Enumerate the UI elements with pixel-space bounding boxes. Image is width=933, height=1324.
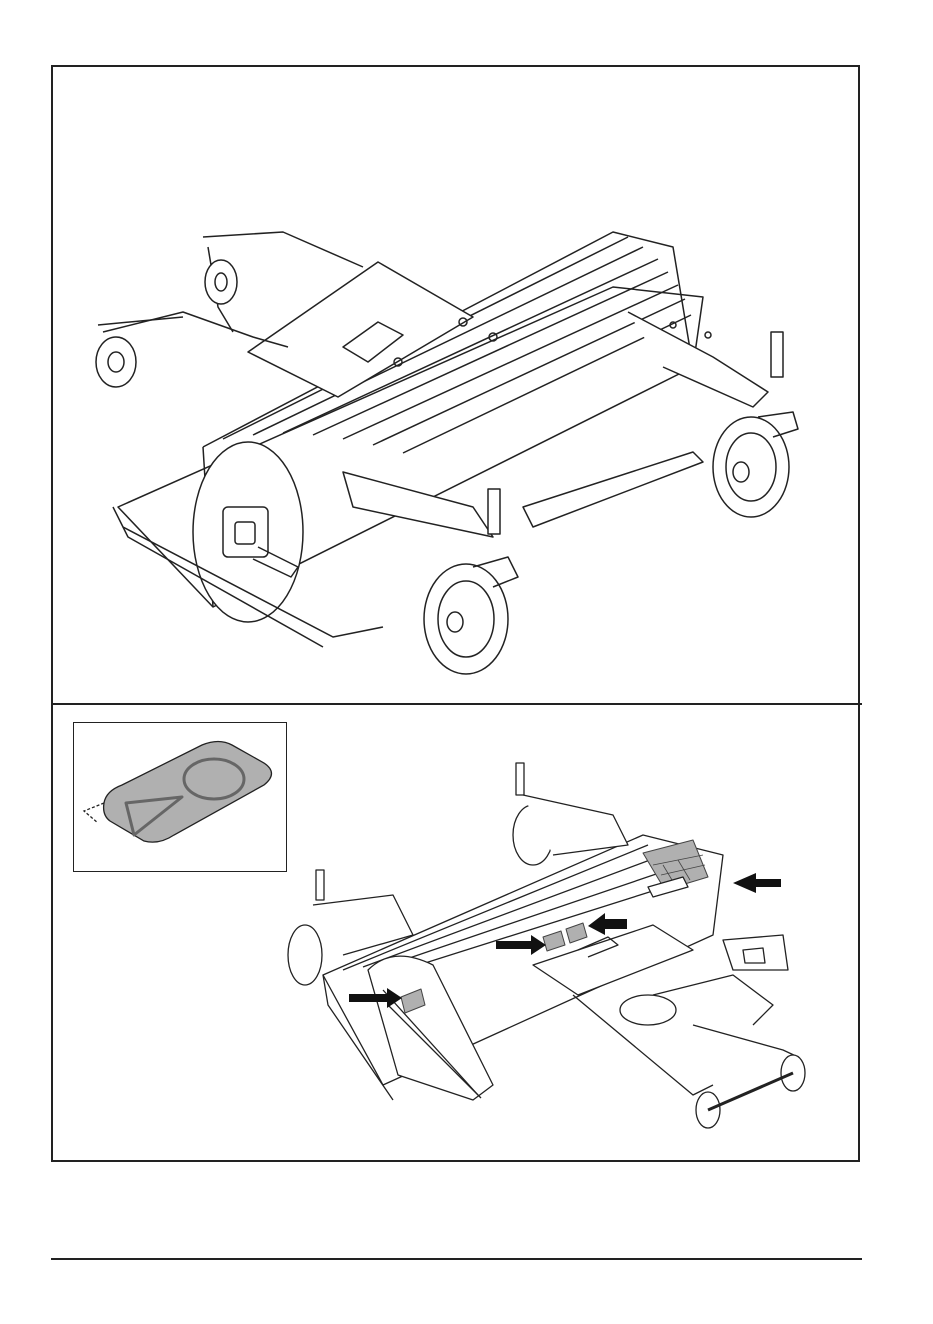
peel-corner — [84, 803, 104, 823]
mower-deck-top-illustration — [53, 67, 858, 703]
arrow-large-decal — [733, 873, 781, 893]
decal-detail-inset — [73, 722, 287, 872]
footer-rule — [51, 1258, 862, 1260]
decal-sheet — [104, 742, 272, 843]
